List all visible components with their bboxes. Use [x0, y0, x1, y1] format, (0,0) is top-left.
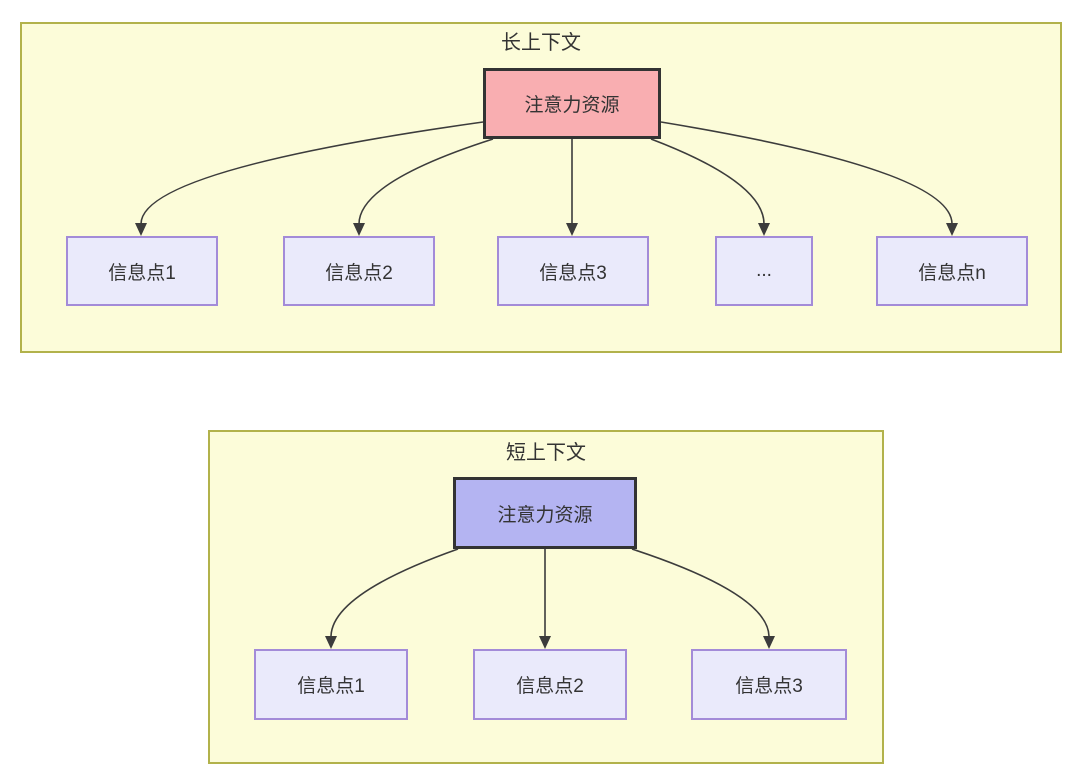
- info-node-long-2-label: 信息点2: [325, 262, 393, 284]
- info-node-long-2: 信息点2: [283, 236, 435, 306]
- attention-resource-box-short: 注意力资源: [453, 477, 637, 549]
- attention-resource-label-long: 注意力资源: [524, 95, 620, 116]
- info-node-long-n-label: 信息点n: [918, 262, 986, 284]
- info-node-short-1-label: 信息点1: [297, 676, 365, 697]
- info-node-long-3-label: 信息点3: [539, 262, 607, 284]
- attention-resource-label-short: 注意力资源: [497, 504, 593, 526]
- info-node-short-2-label: 信息点2: [516, 676, 584, 697]
- info-node-long-1: 信息点1: [66, 236, 218, 306]
- info-node-short-2: 信息点2: [473, 649, 627, 720]
- info-node-long-n: 信息点n: [876, 236, 1028, 306]
- info-node-short-1: 信息点1: [254, 649, 408, 720]
- info-node-short-3: 信息点3: [691, 649, 847, 720]
- long-context-panel-title: 长上下文: [501, 32, 581, 54]
- info-node-long-ellipsis: ...: [715, 236, 813, 306]
- attention-resource-box-long: 注意力资源: [483, 68, 661, 139]
- info-node-short-3-label: 信息点3: [735, 676, 803, 697]
- info-node-long-3: 信息点3: [497, 236, 649, 306]
- short-context-panel-title: 短上下文: [506, 442, 586, 464]
- info-node-long-1-label: 信息点1: [108, 262, 176, 284]
- info-node-long-ellipsis-label: ...: [756, 260, 772, 281]
